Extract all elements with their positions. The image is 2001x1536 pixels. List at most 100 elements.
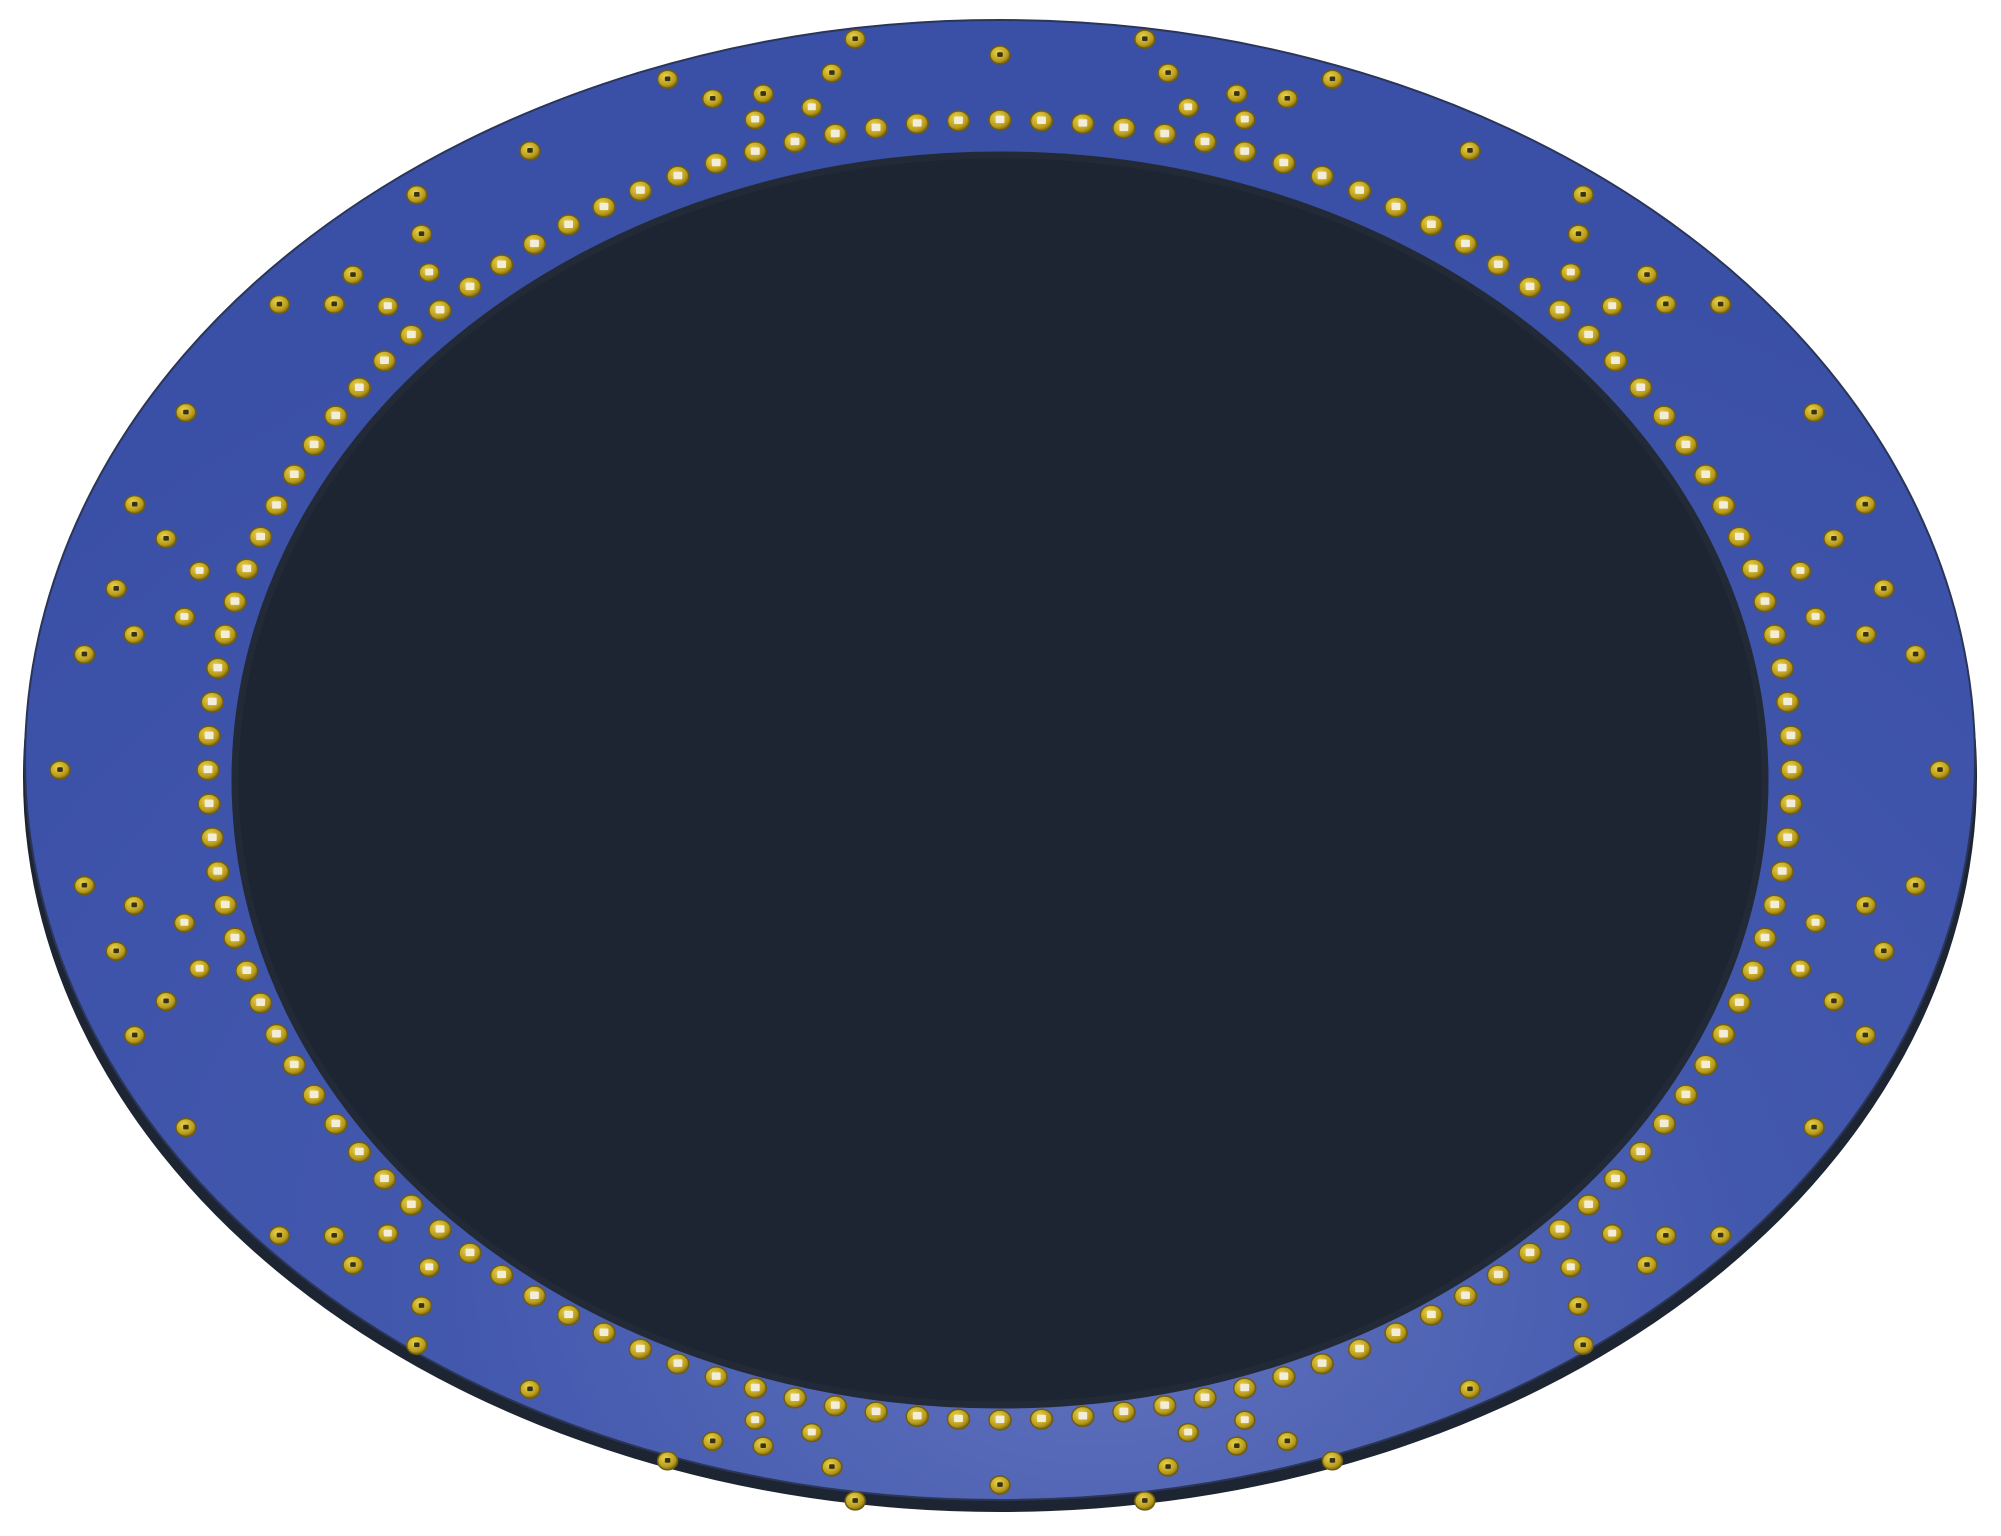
led-pad	[905, 1405, 929, 1428]
spoke-pad	[1321, 1451, 1344, 1471]
led-pad	[264, 494, 289, 517]
led-pad	[1711, 1023, 1736, 1046]
led-pad	[399, 324, 424, 346]
spoke-pad	[410, 224, 433, 244]
led-pad	[556, 214, 581, 236]
led-pad	[1762, 624, 1787, 646]
led-pad	[628, 180, 653, 202]
spoke-pad	[1789, 561, 1812, 581]
led-pad	[372, 350, 397, 372]
led-pad	[197, 793, 221, 815]
led-pad	[1518, 1242, 1542, 1264]
led-pad	[347, 377, 372, 399]
led-pad	[823, 1395, 848, 1417]
led-pad	[1486, 254, 1511, 276]
led-pad	[324, 1113, 348, 1135]
led-pad	[1193, 1387, 1217, 1409]
led-pad	[206, 861, 230, 883]
outer-rim	[23, 19, 1977, 1501]
led-pad	[223, 927, 247, 949]
spoke-pad	[188, 561, 211, 581]
led-pad	[264, 1023, 289, 1046]
spoke-pad	[323, 294, 345, 315]
mounting-hole	[175, 402, 197, 423]
spoke-pad	[123, 895, 145, 916]
spoke-pad	[1134, 1491, 1156, 1511]
spoke-pad	[656, 1451, 679, 1471]
led-pad	[1152, 123, 1177, 145]
led-pad	[206, 657, 230, 679]
led-pad	[1112, 117, 1136, 139]
led-pad	[282, 464, 307, 486]
led-pad	[823, 123, 848, 145]
spoke-pad	[1567, 224, 1590, 244]
led-pad	[1603, 350, 1628, 372]
led-pad	[399, 1194, 424, 1216]
mounting-hole	[1873, 941, 1895, 961]
led-pad	[1727, 992, 1752, 1014]
spoke-pad	[1823, 528, 1845, 549]
spoke-pad	[744, 1410, 766, 1431]
spoke-pad	[1234, 109, 1256, 130]
led-pad	[235, 558, 259, 580]
led-pad	[458, 1242, 482, 1264]
board-edge	[23, 42, 1977, 1512]
led-pad	[489, 1264, 514, 1286]
mounting-hole	[989, 1475, 1011, 1495]
led-pad	[1770, 657, 1794, 679]
mounting-hole	[105, 579, 127, 599]
spoke-pad	[418, 1257, 440, 1278]
spoke-pad	[1572, 1335, 1594, 1355]
spoke-pad	[73, 875, 96, 896]
led-pad	[1753, 591, 1777, 613]
spoke-pad	[701, 1431, 724, 1452]
led-pad	[1193, 131, 1217, 153]
led-pad	[946, 110, 971, 132]
spoke-pad	[844, 29, 866, 49]
led-pad	[1779, 793, 1803, 815]
led-pad	[1779, 725, 1803, 747]
led-pad	[1232, 141, 1257, 163]
led-pad	[282, 1054, 307, 1076]
led-pad	[248, 992, 273, 1014]
spoke-pad	[1601, 296, 1623, 317]
led-pad	[1727, 526, 1752, 548]
spoke-pad	[801, 1422, 823, 1443]
led-pad	[988, 109, 1012, 131]
led-pad	[905, 112, 929, 135]
spoke-pad	[268, 294, 291, 315]
led-pad	[1453, 233, 1478, 255]
mounting-hole	[752, 1436, 774, 1456]
led-pad	[1029, 110, 1054, 132]
led-pad	[1272, 152, 1296, 174]
spoke-pad	[268, 1225, 291, 1246]
led-pad	[1780, 759, 1804, 781]
led-pad	[1071, 1405, 1095, 1428]
led-pad	[1674, 434, 1698, 456]
spoke-pad	[1321, 69, 1344, 89]
spoke-pad	[1804, 913, 1827, 933]
led-pad	[1652, 1113, 1676, 1135]
led-pad	[1310, 1353, 1334, 1375]
spoke-pad	[73, 644, 96, 665]
spoke-pad	[1567, 1296, 1590, 1316]
spoke-pad	[377, 296, 399, 317]
spoke-pad	[173, 913, 196, 933]
spoke-pad	[1789, 959, 1812, 979]
led-pad	[1310, 165, 1334, 187]
spoke-pad	[410, 1296, 433, 1316]
led-pad	[200, 691, 225, 713]
spoke-pad	[744, 109, 766, 130]
led-pad	[196, 759, 220, 781]
spoke-pad	[418, 262, 440, 283]
mounting-hole	[175, 1117, 197, 1138]
spoke-pad	[801, 97, 823, 118]
spoke-pad	[188, 959, 211, 979]
mounting-hole	[519, 1379, 541, 1399]
spoke-pad	[377, 1223, 399, 1244]
led-pad	[324, 405, 348, 427]
led-pad	[1384, 1322, 1408, 1344]
spoke-pad	[701, 88, 724, 109]
led-pad	[864, 1401, 888, 1423]
